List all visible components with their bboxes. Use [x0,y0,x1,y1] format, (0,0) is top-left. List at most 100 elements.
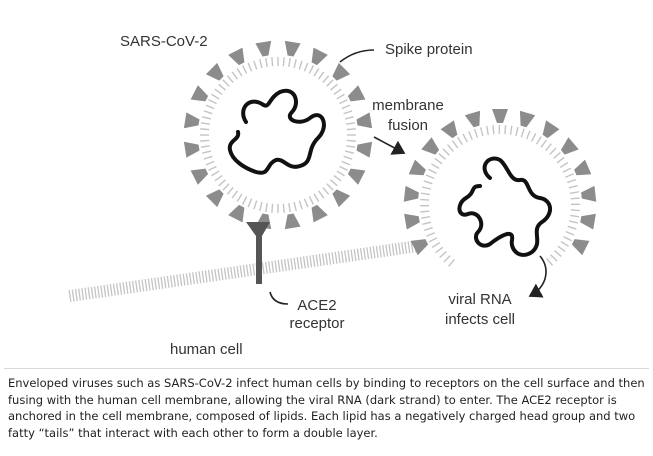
lipid [341,160,351,166]
lipid [201,150,212,154]
lipid [293,201,297,212]
lipid [423,226,433,232]
lipid [479,127,484,137]
lipid [428,168,437,174]
lipid [252,263,256,276]
lipid [378,245,382,258]
spike-protein [190,168,209,185]
lipid [182,273,186,286]
viral-rna-left [227,88,326,175]
lipid [492,125,495,135]
lipid [303,62,309,72]
lipid [241,65,248,74]
cell-membrane [68,240,417,303]
lipid [109,284,113,297]
lipid [185,273,189,286]
lipid [298,200,303,210]
figure-caption: Enveloped viruses such as SARS-CoV-2 inf… [8,376,645,440]
spike-protein [408,159,426,176]
lipid [259,201,263,212]
lipid [205,104,215,110]
lipid [90,286,94,299]
lipid [296,257,300,270]
lipid [74,289,78,302]
lipid [346,145,356,148]
lipid [253,60,258,70]
lipid [239,265,243,278]
lipid [317,190,325,199]
caption-divider [4,368,649,369]
lipid [343,110,353,115]
lipid [313,68,320,77]
lipid [339,165,348,172]
lipid [545,143,552,152]
lipid [128,281,132,294]
lipid [334,251,338,264]
lipid [343,155,353,160]
lipid [468,131,473,140]
lipid [288,57,291,67]
lipid [214,88,223,96]
lipid [141,279,145,292]
lipid [325,253,329,266]
lipid [443,255,451,263]
spike-protein [356,112,373,129]
lipid [556,156,565,164]
lipid [363,247,367,260]
lipid [375,245,379,258]
lipid [241,196,248,205]
lipid [280,259,284,272]
lipid [230,266,234,279]
lipid [233,266,237,279]
lipid [434,157,443,165]
lipid [549,147,557,155]
lipid [131,280,135,293]
lipid [328,252,332,265]
lipid [154,277,158,290]
lipid [570,209,580,212]
lipid [407,241,411,254]
lipid [302,256,306,269]
lipid [420,198,430,201]
lipid [570,197,580,200]
lipid [426,232,435,237]
lipid [282,203,285,213]
lipid [166,275,170,288]
lipid [428,237,438,243]
lipid [394,243,398,256]
lipid [119,282,123,295]
lipid [385,244,389,257]
lipid [356,248,360,261]
lipid [346,128,356,131]
lipid [568,184,578,189]
membrane-fusion-label-line1: membrane [372,97,444,114]
lipid [569,191,580,194]
lipid [214,174,223,182]
lipid [259,58,263,69]
lipid [425,174,435,180]
lipid [317,71,325,80]
lipid [211,93,220,100]
lipid [344,150,355,154]
viral-rna-right [457,156,552,257]
lipid [341,104,351,110]
lipid [169,275,173,288]
lipid [249,264,253,277]
lipid [236,68,243,77]
lipid [207,269,211,283]
lipid [84,287,88,300]
lipid [220,268,224,281]
spike-protein-label: Spike protein [385,41,473,58]
lipid [201,116,212,120]
lipid [274,260,278,273]
spike-protein [347,168,366,185]
lipid [331,252,335,265]
lipid [462,133,468,143]
spike-protein [421,137,440,155]
lipid [204,270,208,283]
lipid [308,196,315,205]
lipid [265,57,268,67]
lipid [144,279,148,292]
spike-protein [347,85,366,102]
lipid [106,284,110,297]
